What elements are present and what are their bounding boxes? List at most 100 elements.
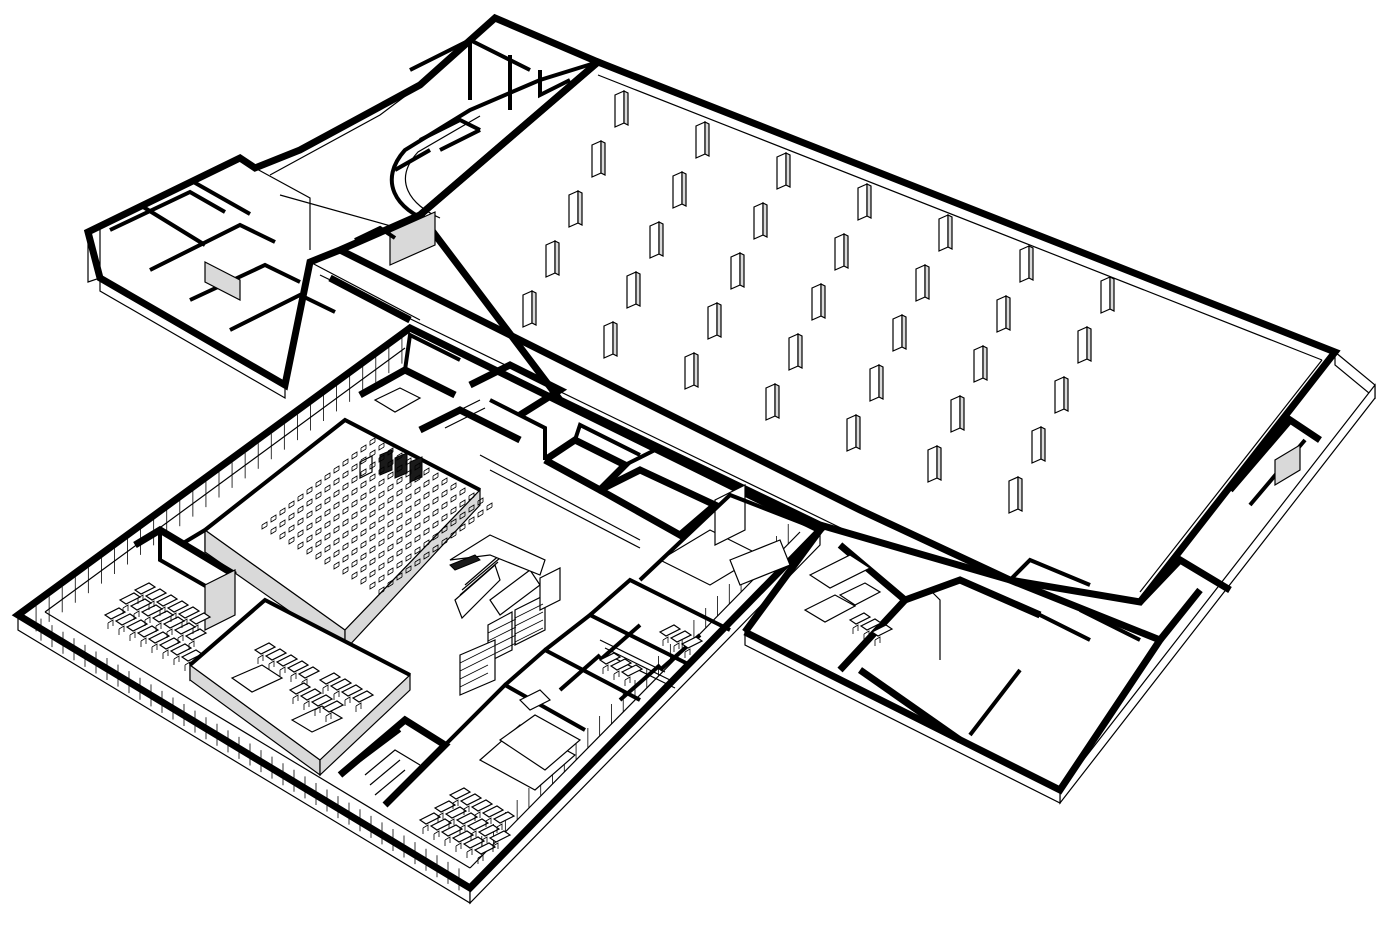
seat bbox=[369, 533, 376, 542]
seat bbox=[387, 459, 394, 468]
seat bbox=[261, 521, 268, 530]
seat bbox=[279, 519, 286, 528]
desk bbox=[310, 694, 334, 716]
seat bbox=[468, 492, 475, 501]
seat bbox=[333, 489, 340, 498]
seat bbox=[423, 467, 430, 476]
desk bbox=[448, 787, 472, 809]
seat bbox=[333, 465, 340, 474]
desk bbox=[470, 799, 494, 821]
column bbox=[973, 345, 988, 383]
corridor bbox=[309, 246, 1012, 584]
seat bbox=[342, 482, 349, 491]
seat bbox=[441, 537, 448, 546]
desk bbox=[433, 800, 457, 822]
seat bbox=[450, 518, 457, 527]
seat bbox=[459, 523, 466, 532]
desk bbox=[318, 672, 342, 694]
chair bbox=[669, 630, 693, 652]
seat bbox=[405, 541, 412, 550]
seat bbox=[396, 452, 403, 461]
seat bbox=[315, 491, 322, 500]
seat bbox=[279, 531, 286, 540]
seat bbox=[306, 486, 313, 495]
seat bbox=[477, 497, 484, 506]
seat bbox=[351, 571, 358, 580]
seat bbox=[414, 486, 421, 495]
column bbox=[1019, 245, 1034, 283]
seat bbox=[369, 569, 376, 578]
seat bbox=[432, 532, 439, 541]
seat bbox=[378, 514, 385, 523]
seat bbox=[360, 552, 367, 561]
seat bbox=[396, 560, 403, 569]
seat bbox=[324, 556, 331, 565]
column bbox=[1100, 276, 1115, 314]
seat bbox=[441, 525, 448, 534]
seat bbox=[423, 515, 430, 524]
seat bbox=[360, 540, 367, 549]
desk bbox=[140, 604, 164, 626]
desk bbox=[462, 836, 486, 858]
seat bbox=[396, 536, 403, 545]
column bbox=[753, 202, 768, 240]
desk bbox=[488, 830, 512, 852]
seat bbox=[387, 483, 394, 492]
column bbox=[1008, 476, 1023, 514]
seat bbox=[342, 530, 349, 539]
desk bbox=[188, 612, 212, 634]
seat bbox=[306, 534, 313, 543]
seat bbox=[297, 505, 304, 514]
seat bbox=[450, 530, 457, 539]
desk bbox=[155, 594, 179, 616]
seat bbox=[360, 444, 367, 453]
seat bbox=[351, 487, 358, 496]
seat bbox=[324, 520, 331, 529]
chair bbox=[658, 624, 682, 646]
seat bbox=[468, 504, 475, 513]
column bbox=[927, 445, 942, 483]
seat bbox=[459, 487, 466, 496]
seat bbox=[333, 501, 340, 510]
column bbox=[707, 302, 722, 340]
seat bbox=[387, 447, 394, 456]
seat bbox=[288, 512, 295, 521]
shelf-unit bbox=[514, 603, 544, 643]
desk bbox=[286, 660, 310, 682]
seat bbox=[315, 551, 322, 560]
seat bbox=[414, 546, 421, 555]
seat bbox=[360, 516, 367, 525]
desk bbox=[103, 607, 127, 629]
seat bbox=[414, 474, 421, 483]
desk bbox=[477, 824, 501, 846]
seat bbox=[468, 516, 475, 525]
column bbox=[626, 271, 641, 309]
chair bbox=[859, 618, 883, 640]
seat bbox=[315, 503, 322, 512]
seat bbox=[351, 463, 358, 472]
desk bbox=[481, 805, 505, 827]
seat bbox=[306, 510, 313, 519]
seat bbox=[306, 522, 313, 531]
desk bbox=[288, 682, 312, 704]
seat bbox=[459, 499, 466, 508]
seat bbox=[387, 495, 394, 504]
seat bbox=[387, 555, 394, 564]
seat bbox=[342, 566, 349, 575]
seat bbox=[486, 502, 493, 511]
desk bbox=[136, 625, 160, 647]
seat bbox=[441, 513, 448, 522]
seat bbox=[324, 472, 331, 481]
seat bbox=[423, 479, 430, 488]
desk bbox=[166, 600, 190, 622]
seat bbox=[378, 454, 385, 463]
column bbox=[672, 171, 687, 209]
seat bbox=[333, 477, 340, 486]
shelf-unit bbox=[459, 648, 489, 688]
south-block bbox=[11, 323, 826, 905]
desk bbox=[275, 654, 299, 676]
office-cluster bbox=[503, 484, 821, 711]
seat bbox=[405, 505, 412, 514]
column bbox=[950, 395, 965, 433]
seat bbox=[351, 523, 358, 532]
